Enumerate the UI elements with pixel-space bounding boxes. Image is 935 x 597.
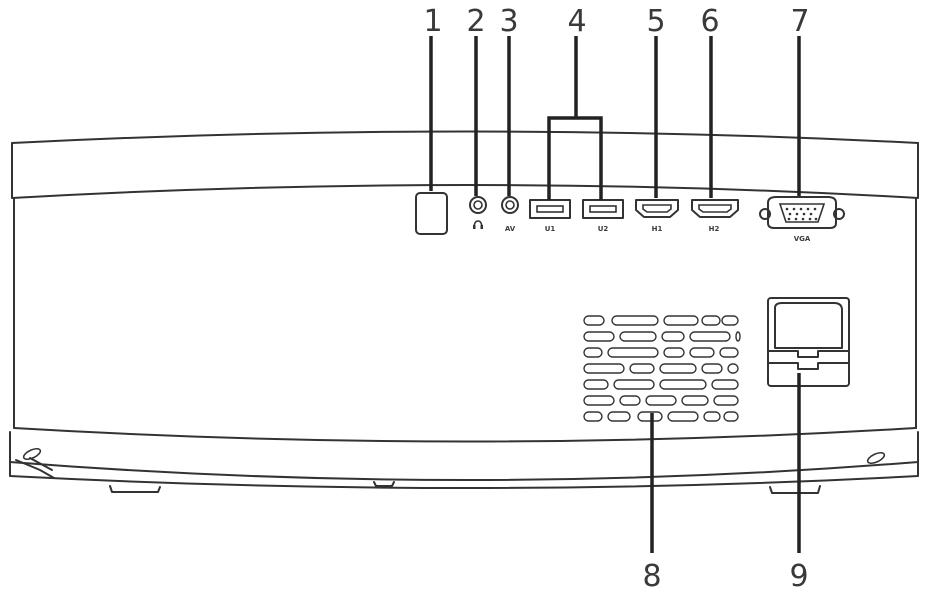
av-jack [501, 196, 519, 214]
leader-lines [429, 36, 801, 553]
vent-slot [723, 411, 739, 422]
vent-slot [629, 363, 655, 374]
vent-slot [711, 379, 739, 390]
vent-slot [701, 315, 721, 326]
vent-slot [713, 395, 739, 406]
vent-slot [645, 395, 677, 406]
callout-9: 9 [789, 559, 808, 594]
vent-slot [583, 363, 625, 374]
vga-port-label: VGA [794, 235, 811, 243]
callout-5: 5 [646, 4, 665, 39]
vent-slot [607, 347, 659, 358]
vent-slot [619, 395, 641, 406]
vent-grille [583, 315, 741, 422]
headphone-icon [473, 220, 483, 230]
usb-port-1 [529, 199, 571, 219]
vent-slot [661, 331, 685, 342]
vent-slot [583, 347, 603, 358]
vent-slot [681, 395, 709, 406]
vent-slot [689, 347, 715, 358]
hdmi2-port-label: H2 [709, 225, 720, 233]
callout-2: 2 [466, 4, 485, 39]
vent-slot [667, 411, 699, 422]
av-port-label: AV [505, 225, 516, 233]
vent-slot [659, 363, 697, 374]
vent-slot [583, 379, 609, 390]
callout-8: 8 [642, 559, 661, 594]
callout-7: 7 [790, 4, 809, 39]
hdmi-port-1 [635, 199, 679, 218]
vent-slot [611, 315, 659, 326]
vent-slot [663, 315, 699, 326]
projector-body [9, 130, 919, 494]
usb1-port-label: U1 [545, 225, 556, 233]
vent-slot [703, 411, 721, 422]
vent-slot [659, 379, 707, 390]
vent-slot [721, 315, 739, 326]
hdmi1-port-label: H1 [652, 225, 663, 233]
vent-slot [719, 347, 739, 358]
vent-slot [637, 411, 663, 422]
usb-port-2 [582, 199, 624, 219]
hdmi-port-2 [691, 199, 739, 218]
callout-6: 6 [700, 4, 719, 39]
usb2-port-label: U2 [598, 225, 609, 233]
ir-receiver-window [415, 192, 448, 235]
callout-3: 3 [499, 4, 518, 39]
vent-slot [619, 331, 657, 342]
power-socket [767, 297, 850, 387]
vent-slot [735, 331, 741, 342]
vent-slot [701, 363, 723, 374]
headphone-jack [469, 196, 487, 214]
callout-4: 4 [567, 4, 586, 39]
vent-slot [583, 411, 603, 422]
vent-slot [613, 379, 655, 390]
callout-1: 1 [423, 4, 442, 39]
vent-slot [689, 331, 731, 342]
vent-slot [607, 411, 631, 422]
vent-slot [727, 363, 739, 374]
vent-slot [583, 395, 615, 406]
vent-slot [583, 315, 605, 326]
vga-port [759, 196, 845, 229]
vent-slot [663, 347, 685, 358]
vent-slot [583, 331, 615, 342]
